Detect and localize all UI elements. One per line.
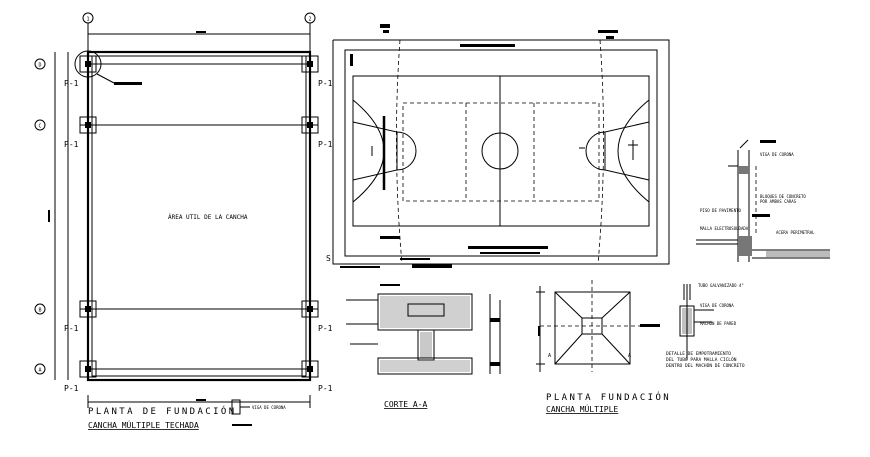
court-center-circle (481, 132, 519, 170)
callout-tag (114, 82, 142, 85)
volleyball-court (402, 102, 600, 202)
slab-inner-outline (91, 55, 307, 377)
footing-plan: A A PLANTA FUNDACIÓN CANCHA MÚLTIPLE (536, 280, 671, 414)
court-plan: S (326, 24, 670, 268)
footing-outline (554, 291, 631, 365)
key-right (604, 121, 650, 181)
column-label: P-1 (318, 384, 333, 393)
column-0-1 (307, 61, 313, 67)
svg-text:VIGA DE CORONA: VIGA DE CORONA (252, 405, 286, 410)
footing-plan-title: PLANTA FUNDACIÓN (546, 391, 671, 403)
tube-caption-1: DETALLE DE EMPOTRAMIENTO (666, 351, 731, 357)
column-3-0 (85, 366, 91, 372)
axis-label-2: 2 (308, 17, 311, 23)
footing-1-0 (79, 116, 97, 134)
tube-label-1: TUBO GALVANIZADO 4" (698, 283, 744, 288)
section-mark-s: S (326, 254, 331, 263)
column-label: P-1 (318, 79, 333, 88)
column-label: P-1 (318, 140, 333, 149)
cut-mark-a-right: A (628, 353, 631, 359)
svg-text:VIGA DE CORONA: VIGA DE CORONA (760, 152, 794, 157)
plan-left-title: PLANTA DE FUNDACIÓN (88, 405, 237, 417)
svg-text:MALLA ELECTROSOLDADA: MALLA ELECTROSOLDADA (700, 226, 749, 231)
axis-label-1: 1 (86, 17, 89, 23)
three-point-right (617, 99, 650, 203)
tube-caption-2: DEL TUBO PARA MALLA CICLÓN (666, 356, 737, 363)
slab-outline (86, 50, 312, 382)
column-0-0 (85, 61, 91, 67)
footing-0-0 (79, 55, 97, 73)
svg-text:POR AMBAS CARAS: POR AMBAS CARAS (760, 199, 797, 204)
section-title: CORTE A-A (384, 400, 428, 409)
plan-left-subtitle: CANCHA MÚLTIPLE TECHADA (88, 419, 199, 430)
column-label: P-1 (64, 384, 79, 393)
axis-label-a: A (38, 368, 41, 374)
court-inner-boundary (344, 49, 658, 257)
footing-2-0 (79, 300, 97, 318)
axis-label-d: D (38, 63, 41, 69)
cut-mark-a-left: A (548, 353, 551, 359)
axis-label-c: C (38, 124, 41, 130)
footing-1-1 (301, 116, 319, 134)
column-1-0 (85, 122, 91, 128)
column-label: P-1 (64, 79, 79, 88)
footing-2-1 (301, 300, 319, 318)
footing-plan-subtitle: CANCHA MÚLTIPLE (546, 403, 618, 414)
axis-bubble-a (34, 363, 46, 375)
tube-detail: TUBO GALVANIZADO 4" VIGA DE CORONA MACHÓ… (666, 283, 745, 369)
column-label: P-1 (318, 324, 333, 333)
three-point-left (352, 99, 385, 203)
fence-line-right (597, 39, 604, 265)
axis-bubble-d (34, 58, 46, 70)
tube-label-2: VIGA DE CORONA (700, 303, 734, 308)
section-a-a: CORTE A-A (346, 284, 501, 409)
area-label: ÁREA UTIL DE LA CANCHA (168, 214, 248, 221)
axis-bubble-b (34, 303, 46, 315)
wall-detail: VIGA DE CORONA PISO DE PAVIMENTO MALLA E… (696, 139, 830, 262)
court-boundary (332, 39, 670, 265)
footing-3-1 (301, 360, 319, 378)
detail-callout-circle (74, 50, 102, 78)
key-left (352, 121, 398, 181)
footing-3-0 (79, 360, 97, 378)
svg-text:BLOQUES DE CONCRETO: BLOQUES DE CONCRETO (760, 194, 806, 199)
svg-text:ACERA PERIMETRAL: ACERA PERIMETRAL (776, 230, 815, 235)
axis-bubble-c (34, 119, 46, 131)
column-label: P-1 (64, 140, 79, 149)
column-2-1 (307, 306, 313, 312)
tube-caption-3: DENTRO DEL MACHÓN DE CONCRETO (666, 362, 745, 369)
svg-text:PISO DE PAVIMENTO: PISO DE PAVIMENTO (700, 208, 742, 213)
footing-0-1 (301, 55, 319, 73)
plan-left: 1 2 D C B A (34, 12, 318, 408)
axis-label-b: B (38, 308, 41, 314)
column-3-1 (307, 366, 313, 372)
column-1-1 (307, 122, 313, 128)
column-2-0 (85, 306, 91, 312)
tube-label-3: MACHÓN DE PARED (700, 321, 737, 326)
column-label: P-1 (64, 324, 79, 333)
